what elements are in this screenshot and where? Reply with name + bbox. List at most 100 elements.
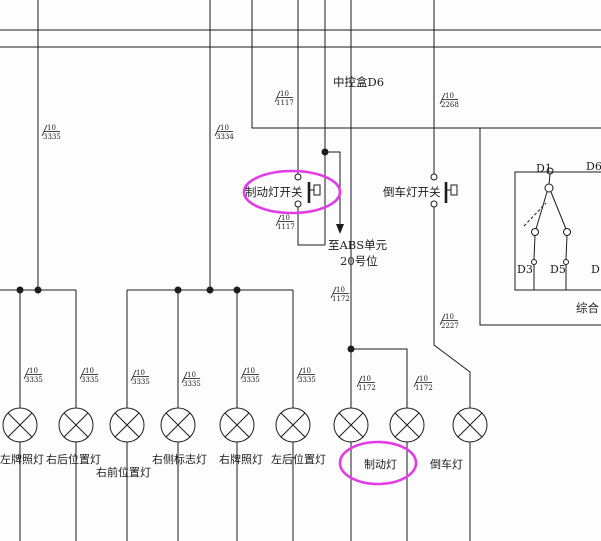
wire-gauge: 10 [187,371,196,379]
lamp-cross [457,412,483,438]
lamp-ring [275,407,311,443]
lamp-wire-tag-8: 10 1172 [413,375,433,392]
left-license-plate-lamp-icon [2,407,38,443]
highlight-ellipse-brake-lamp [338,440,418,486]
lamp-cross [338,412,364,438]
junction-dot [174,286,182,294]
pin-partial-label: D [591,263,600,276]
pin-d1-label: D1 [536,162,552,175]
lamp-cross [280,412,306,438]
pivot-link [548,173,551,185]
tag-slash [274,90,281,103]
pin-d3-label: D3 [517,263,533,276]
pin-d3-lead [533,235,536,260]
junction-dot [34,286,42,294]
lamp-cross [165,412,191,438]
highlight-ellipse-brake-switch [242,169,342,215]
wire-code: 3335 [43,133,61,141]
lamp-cross [63,412,89,438]
right-side-marker-lamp-icon [160,407,196,443]
lamp-wire-tag-5: 10 3335 [240,367,260,384]
wire-tag-2227: 10 2227 [439,313,459,330]
lamp-wire-tag-3: 10 3335 [130,369,150,386]
lamp-label-reverse: 倒车灯 [430,457,463,471]
lamp-ring [219,407,255,443]
junction-dot [16,286,24,294]
lamp-cross [224,412,250,438]
right-license-plate-lamp-icon [219,407,255,443]
junction-dot [321,148,329,156]
lamp-ring [58,407,94,443]
switch-terminal [294,173,302,181]
junction-dot [347,345,355,353]
wire-gauge: 10 [29,367,38,375]
wire-gauge: 10 [419,375,428,383]
junction-dot [233,286,241,294]
tag-slash [330,286,337,299]
tag-slash [181,371,188,384]
wire-tag-3335-feed: 10 3335 [41,124,61,141]
wire-to-abs [325,151,341,226]
wire-1117-bottom [297,207,325,246]
wire-tag-1172-mid: 10 1172 [330,286,350,303]
wire-2227 [433,207,471,408]
wire-code: 1172 [332,295,350,303]
switch-pivot [544,183,554,193]
right-front-position-lamp-icon [109,407,145,443]
lamp-wire-tag-6: 10 3335 [296,367,316,384]
right-rear-position-lamp-icon [58,407,94,443]
lamp-label-right-side-marker: 右侧标志灯 [152,452,207,466]
lamp-label-brake: 制动灯 [364,458,397,471]
wire-gauge: 10 [280,90,289,98]
switch-contact-right [563,228,571,236]
abs-note-line-1: 至ABS单元 [328,238,388,252]
wire-gauge: 10 [220,124,229,132]
wire-gauge: 10 [445,92,454,100]
combination-switch [514,167,601,291]
lamp-ring [109,407,145,443]
lamp-ring [333,407,369,443]
switch-terminal [294,200,302,208]
wire-code: 3335 [298,376,316,384]
combination-switch-feed [479,128,601,326]
brake-light-switch-icon [294,173,321,208]
wire-gauge: 10 [445,313,454,321]
wire-code: 2268 [441,101,459,109]
wire-code: 1117 [276,99,294,107]
lamp-ring [452,407,488,443]
tag-slash [41,124,48,137]
reverse-lamp-icon [452,407,488,443]
wire-code: 1172 [358,384,376,392]
wire-code: 3335 [242,376,260,384]
wire-tag-1117-bottom: 10 1117 [275,214,295,231]
tag-slash [214,124,221,137]
lamp-label-right-front-position: 右前位置灯 [96,465,151,479]
pin-d6-label: D6 [586,160,601,173]
wire-code: 1172 [415,384,433,392]
tag-slash [23,367,30,380]
tag-slash [413,375,420,388]
wire-code: 1117 [277,223,295,231]
tag-slash [296,367,303,380]
switch-contact-left [531,228,539,236]
controller-label: 中控盒D6 [333,75,384,89]
tag-slash [439,92,446,105]
left-rear-position-lamp-icon [275,407,311,443]
wire-code: 3334 [216,133,234,141]
lamp-ring [160,407,196,443]
lamp-label-right-rear-position: 右后位置灯 [46,452,101,466]
wire-gauge: 10 [281,214,290,222]
lamp-ring [389,407,425,443]
lamp-cross [114,412,140,438]
lamp-wire-tag-7: 10 1172 [356,375,376,392]
wire-gauge: 10 [85,367,94,375]
reverse-light-switch-icon [430,173,458,208]
switch-actuator [313,184,321,196]
switch-terminal [430,173,438,181]
wire-code: 3335 [25,376,43,384]
pin-d5-lead [565,235,568,260]
switch-actuator [450,184,458,196]
lamp-wire-tag-1: 10 3335 [23,367,43,384]
